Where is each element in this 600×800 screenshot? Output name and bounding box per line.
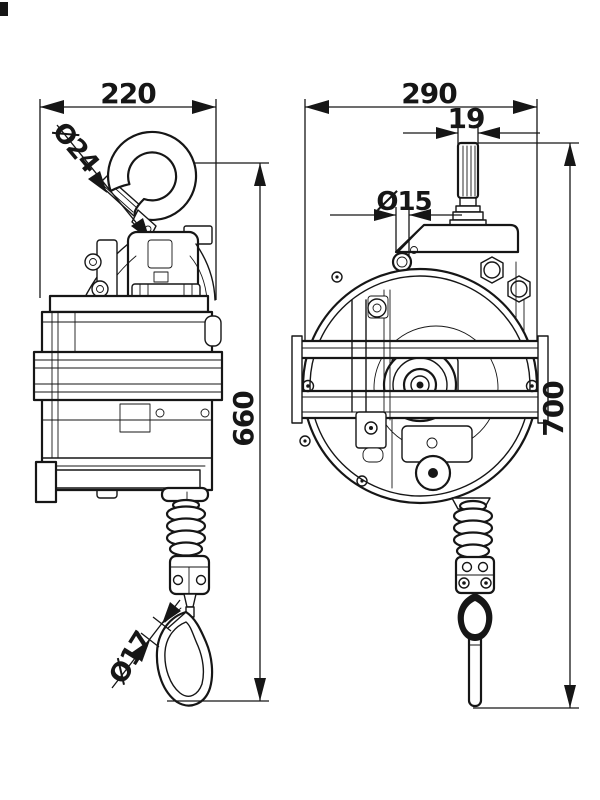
- rim-screw: [299, 435, 311, 447]
- mounting-hole: [391, 251, 413, 273]
- yoke-arm-right: [195, 243, 216, 301]
- housing-inner-rim: [309, 275, 531, 497]
- suspension-stem: [449, 141, 487, 226]
- front-view: 290 19: [291, 77, 579, 709]
- arrowhead: [192, 100, 216, 114]
- foot: [34, 460, 58, 504]
- swivel-block: [168, 554, 211, 596]
- pin: [155, 408, 165, 418]
- swivel-stem: [183, 593, 197, 608]
- guide-channel: [351, 289, 393, 489]
- arrowhead: [162, 602, 181, 624]
- upper-rail: [294, 339, 546, 360]
- arrowhead: [374, 209, 396, 221]
- rail-end-cap: [291, 335, 303, 424]
- bracket-hole-diameter-label: Ø15: [376, 187, 431, 217]
- arrowhead: [478, 127, 500, 139]
- arrowhead: [254, 678, 266, 701]
- dimension-stem-width: 19: [403, 102, 540, 144]
- side-width-label: 220: [100, 77, 156, 110]
- front-height-label: 700: [537, 381, 570, 437]
- coil-spring: [452, 499, 494, 559]
- lower-mechanism: [299, 271, 473, 492]
- rim-clamp-bolts: [480, 256, 531, 303]
- arrowhead: [88, 171, 107, 193]
- rail-bolt: [525, 379, 539, 393]
- arrowhead: [254, 163, 266, 186]
- side-height-label: 660: [227, 391, 260, 447]
- rail-end-cap: [537, 335, 549, 424]
- arrowhead: [305, 100, 329, 114]
- hook-shank-diameter-label: Ø24: [46, 117, 105, 179]
- arrowhead: [436, 127, 458, 139]
- side-tab: [204, 315, 222, 347]
- bolt-head: [91, 280, 109, 298]
- cable-clamp-block: [454, 555, 496, 595]
- flange: [32, 350, 224, 402]
- dimension-front-width: 290: [304, 77, 538, 340]
- front-width-label: 290: [401, 77, 457, 110]
- arrowhead: [409, 209, 431, 221]
- top-hook: [98, 130, 198, 245]
- lower-rail: [294, 389, 546, 420]
- coil-spring: [165, 498, 207, 557]
- stem-collar: [459, 197, 477, 207]
- guide-bolt: [367, 298, 387, 318]
- rim-screw: [356, 475, 368, 487]
- carabiner-hook: [155, 607, 214, 707]
- bottom-plate: [47, 469, 201, 489]
- dimension-front-height: 700: [473, 142, 579, 709]
- bolt-head: [84, 253, 102, 271]
- corner-mark: [0, 2, 8, 16]
- dimension-bracket-hole: Ø15: [330, 187, 462, 256]
- top-plate: [48, 294, 210, 314]
- side-lower-assembly: [155, 491, 214, 707]
- arrowhead: [564, 143, 576, 166]
- stem-nut: [452, 211, 484, 221]
- dimension-side-width: 220: [39, 77, 217, 300]
- arrowhead: [40, 100, 64, 114]
- clamp-bolt: [480, 577, 492, 589]
- rim-screw: [331, 271, 343, 283]
- pin: [200, 408, 210, 418]
- clamp-bolt: [458, 577, 470, 589]
- snap-hook-edge: [457, 593, 493, 708]
- cross-rails: [291, 335, 549, 424]
- side-body: [32, 294, 224, 504]
- access-panel: [119, 403, 151, 433]
- stem-width-label: 19: [448, 102, 485, 135]
- top-bracket: [391, 223, 531, 341]
- carabiner-diameter-label: Ø17: [104, 627, 159, 690]
- gate: [167, 612, 186, 629]
- arrowhead: [513, 100, 537, 114]
- arrowhead: [564, 685, 576, 708]
- arrowhead: [131, 640, 150, 662]
- front-lower-assembly: [451, 497, 496, 708]
- hook-bowl: [106, 130, 198, 222]
- side-view: 220 Ø24: [32, 77, 269, 707]
- dimension-side-height: 660: [167, 162, 269, 702]
- rail-bolt: [301, 379, 315, 393]
